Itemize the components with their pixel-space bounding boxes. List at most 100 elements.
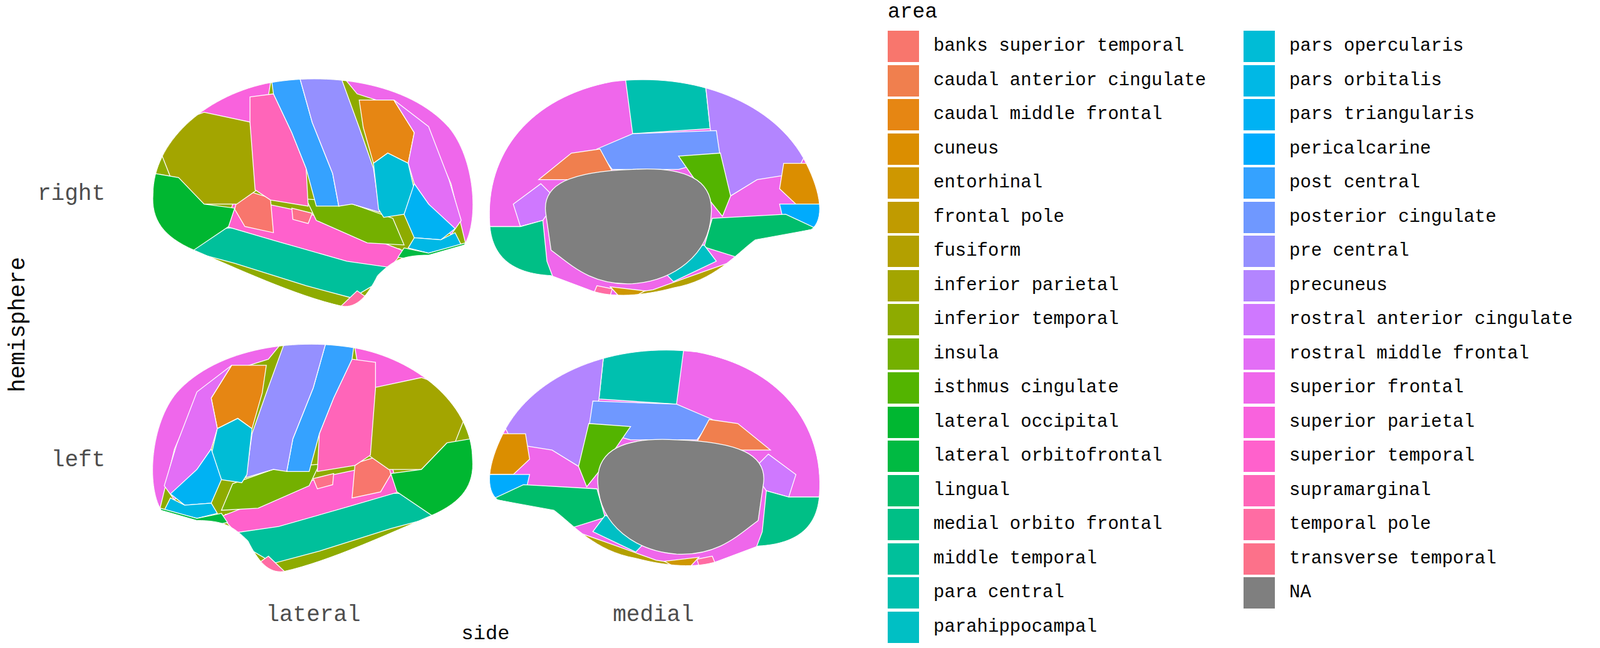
legend-label: medial orbito frontal (933, 514, 1163, 535)
legend-swatch (887, 303, 920, 336)
legend-label: posterior cingulate (1289, 207, 1497, 228)
legend-label: pericalcarine (1289, 139, 1431, 160)
brain-outline (152, 343, 473, 572)
legend-swatch (887, 133, 920, 165)
axis-label: medial (612, 602, 695, 628)
legend-entry: banks superior temporal (887, 30, 1185, 63)
legend-entry: insula (887, 337, 999, 371)
legend-swatch (887, 201, 920, 234)
legend-label: entorhinal (933, 172, 1043, 193)
legend-entry: superior frontal (1243, 371, 1464, 405)
legend-entry: rostral middle frontal (1243, 337, 1530, 371)
legend-entry: temporal pole (1243, 508, 1431, 541)
facet-label-holder: left (51, 447, 106, 473)
cortical-region (313, 473, 334, 489)
legend-entry: precuneus (1243, 269, 1388, 302)
legend-label: superior frontal (1289, 377, 1464, 398)
legend-entry: frontal pole (887, 201, 1065, 234)
na-region (545, 169, 712, 284)
legend-label: banks superior temporal (933, 36, 1185, 57)
legend-swatch (1243, 303, 1275, 336)
legend-title-holder: area (887, 1, 938, 24)
cortical-region (704, 214, 817, 257)
legend-label: pars orbitalis (1289, 70, 1443, 91)
legend-entry: NA (1243, 576, 1312, 609)
legend-swatch (1243, 98, 1275, 131)
legend-swatch (887, 543, 920, 575)
legend-entry: pars orbitalis (1243, 64, 1443, 98)
legend-entry: rostral anterior cingulate (1243, 303, 1573, 336)
na-region (597, 439, 764, 554)
legend-swatch (887, 338, 920, 370)
legend-entry: pars opercularis (1243, 30, 1464, 63)
right-medial-brain (484, 71, 829, 307)
legend-swatch (1243, 474, 1275, 507)
legend-label: supramarginal (1289, 480, 1431, 501)
cortical-region (390, 436, 484, 515)
legend-label: lingual (933, 480, 1010, 501)
facet-label: left (51, 447, 106, 473)
cortical-region (258, 555, 289, 577)
legend-swatch (1243, 338, 1275, 370)
legend-swatch (887, 474, 920, 507)
legend-swatch (887, 372, 920, 404)
legend-entry: inferior parietal (887, 269, 1119, 302)
legend-swatch (1243, 167, 1275, 199)
axis-label: lateral (265, 602, 361, 628)
legend-title: area (887, 1, 938, 24)
axis-label-holder: medial (612, 602, 695, 628)
legend-label: temporal pole (1289, 514, 1431, 535)
legend-swatch (887, 65, 920, 97)
legend-swatch (1243, 543, 1275, 575)
legend-swatch (887, 30, 920, 63)
legend-swatch (1243, 440, 1275, 472)
legend-entry: caudal anterior cingulate (887, 64, 1206, 98)
legend-entry: superior parietal (1243, 405, 1475, 439)
facet-label: right (37, 181, 106, 207)
legend-entry: cuneus (887, 132, 999, 166)
legend-label: isthmus cingulate (933, 377, 1119, 398)
legend-entry: supramarginal (1243, 474, 1431, 507)
legend-label: transverse temporal (1289, 548, 1497, 569)
legend-entry: caudal middle frontal (887, 98, 1163, 131)
cortical-region (291, 207, 313, 224)
cortical-region (142, 171, 235, 250)
legend-entry: posterior cingulate (1243, 201, 1497, 234)
left-lateral-brain (135, 336, 484, 577)
legend-label: post central (1289, 172, 1421, 193)
cortical-region (493, 484, 606, 527)
legend-label: middle temporal (933, 548, 1097, 569)
legend-entry: pars triangularis (1243, 98, 1475, 131)
legend-swatch (887, 167, 920, 199)
legend-entry: lateral occipital (887, 405, 1119, 439)
legend-swatch (887, 406, 920, 438)
legend-label: NA (1289, 582, 1312, 603)
right-lateral-brain (142, 71, 490, 312)
legend-label: precuneus (1289, 275, 1388, 296)
cortical-region (164, 498, 218, 519)
legend-entry: superior temporal (1243, 439, 1475, 473)
legend-label: pars opercularis (1289, 36, 1464, 57)
legend-swatch (887, 576, 920, 609)
legend-entry: inferior temporal (887, 303, 1119, 336)
cortical-region (779, 163, 829, 205)
legend-entry: parahippocampal (887, 610, 1097, 644)
legend-swatch (1243, 133, 1275, 165)
legend-entry: medial orbito frontal (887, 508, 1163, 541)
cortical-region (135, 336, 287, 536)
legend-label: inferior parietal (933, 275, 1119, 296)
legend-label: rostral middle frontal (1289, 343, 1530, 364)
legend-swatch (1243, 65, 1275, 97)
legend-swatch (1243, 270, 1275, 302)
legend-entry: lingual (887, 474, 1010, 507)
legend-swatch (887, 508, 920, 541)
legend-label: pars triangularis (1289, 104, 1475, 125)
legend-label: frontal pole (933, 207, 1065, 228)
brain-outline (489, 79, 820, 296)
left-medial-brain (480, 341, 825, 577)
axis-title-holder: side (461, 622, 510, 645)
legend-label: caudal anterior cingulate (933, 70, 1206, 91)
cortical-region (592, 285, 613, 302)
legend-swatch (887, 235, 920, 267)
